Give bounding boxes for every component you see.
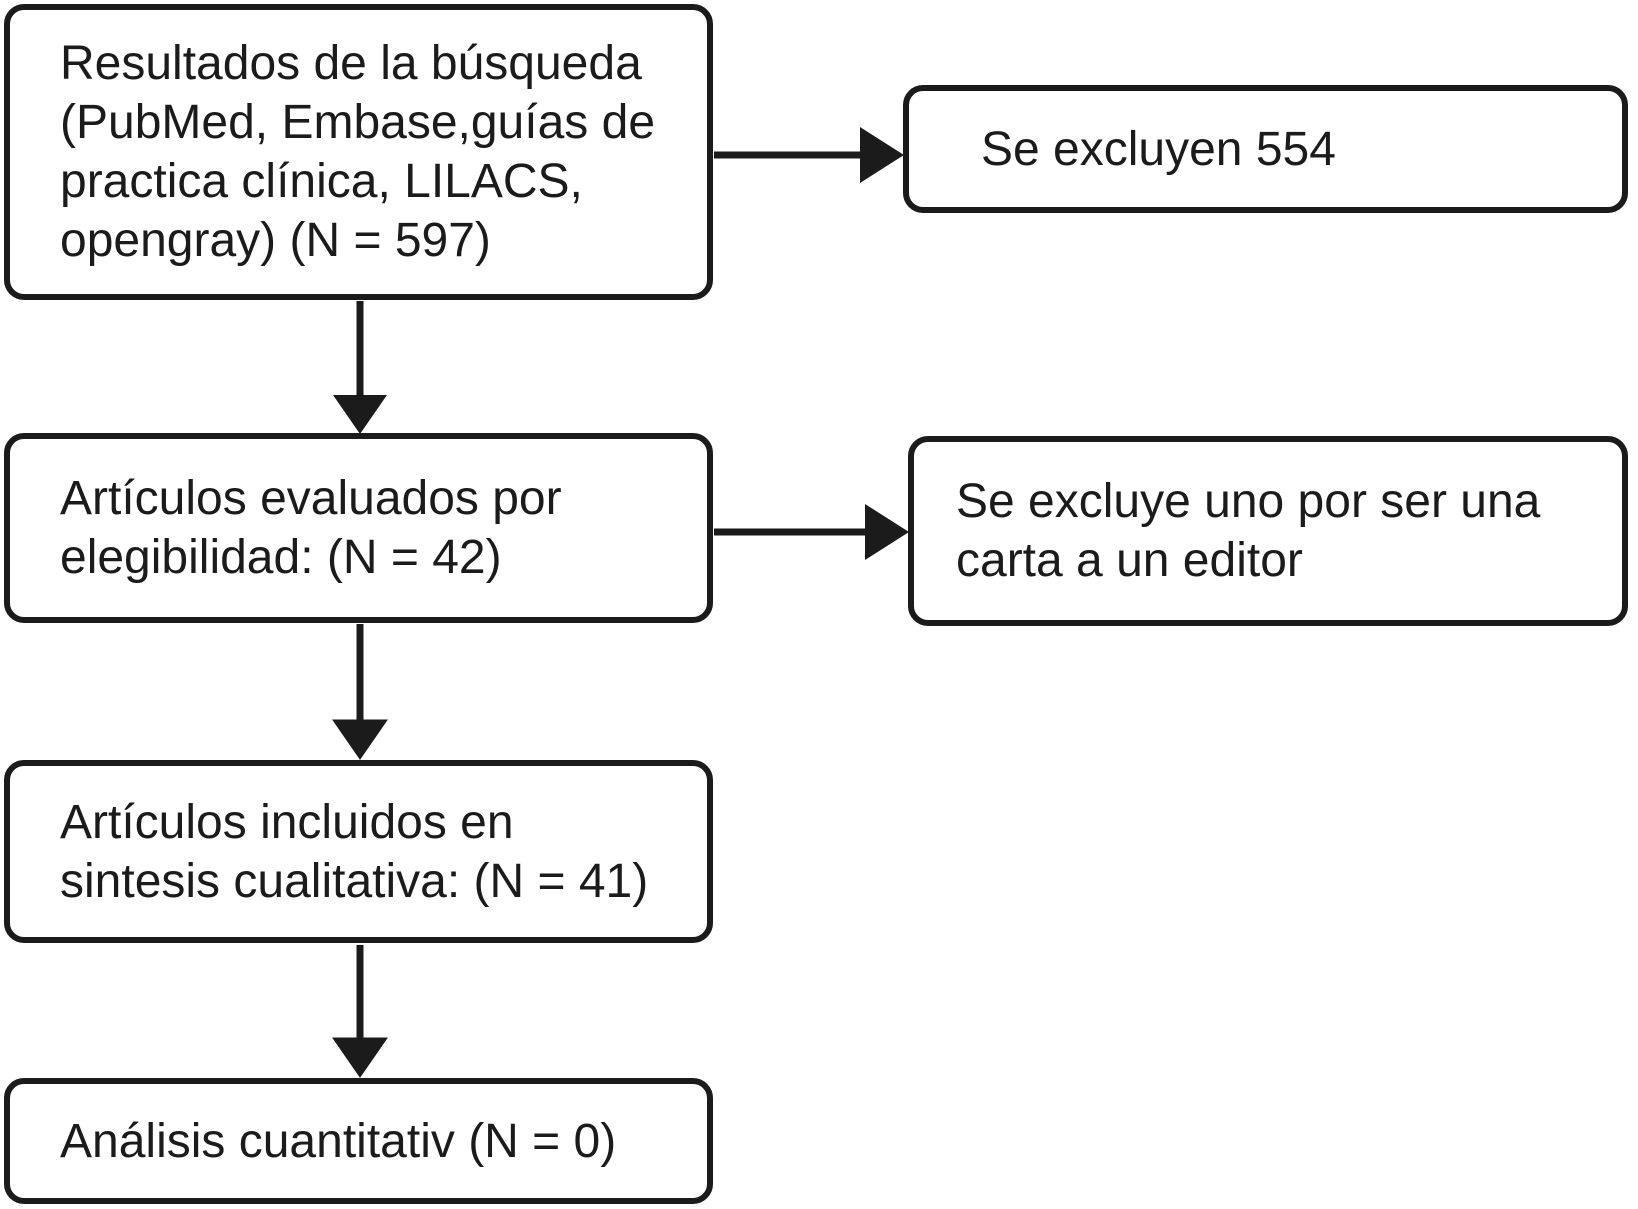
box-quantitative-analysis-line: Análisis cuantitativ (N = 0) <box>60 1114 617 1168</box>
box-eligibility-line: Artículos evaluados por <box>60 472 562 525</box>
box-search-results-line: (PubMed, Embase,guías de <box>60 96 656 149</box>
box-qualitative-synthesis-line: Artículos incluidos en <box>60 795 514 849</box>
arrow-eligibility-to-qualitative <box>332 624 388 760</box>
box-qualitative-synthesis: Artículos incluidos en sintesis cualitat… <box>4 760 713 943</box>
box-search-results-line: Resultados de la búsqueda <box>60 37 642 90</box>
box-quantitative-analysis: Análisis cuantitativ (N = 0) <box>4 1078 713 1204</box>
arrow-search-to-eligibility <box>333 301 387 434</box>
box-qualitative-synthesis-line: sintesis cualitativa: (N = 41) <box>60 854 649 908</box>
arrow-qualitative-to-quantitative <box>332 945 388 1078</box>
box-excluded-letter-line: Se excluye uno por ser una <box>956 475 1541 528</box>
box-search-results-line: practica clínica, LILACS, <box>60 155 583 208</box>
arrow-search-to-excluded554 <box>714 127 904 183</box>
box-excluded-letter: Se excluye uno por ser una carta a un ed… <box>908 436 1628 626</box>
arrow-eligibility-to-excludedletter <box>714 504 909 560</box>
box-eligibility-line: elegibilidad: (N = 42) <box>60 531 502 584</box>
box-excluded-554: Se excluyen 554 <box>903 85 1628 213</box>
box-search-results-line: opengray) (N = 597) <box>60 214 491 267</box>
box-excluded-letter-line: carta a un editor <box>956 534 1303 587</box>
box-excluded-554-line: Se excluyen 554 <box>981 122 1336 176</box>
box-eligibility: Artículos evaluados por elegibilidad: (N… <box>4 433 713 623</box>
box-search-results: Resultados de la búsqueda (PubMed, Embas… <box>4 4 713 300</box>
